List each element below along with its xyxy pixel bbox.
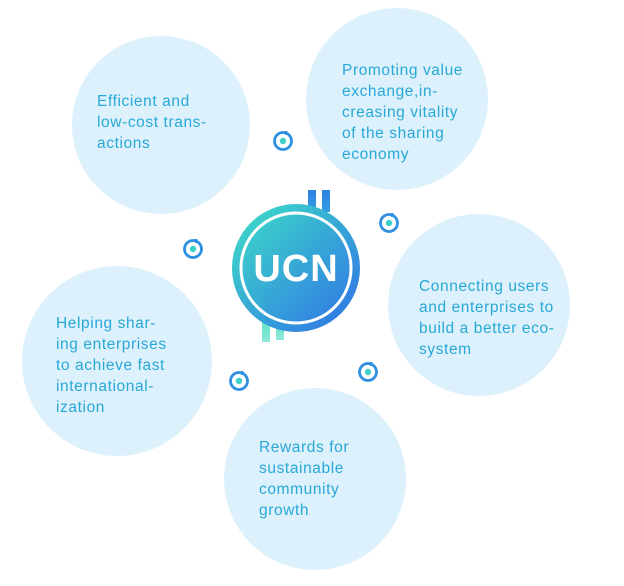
bubble-internationalization xyxy=(22,266,212,456)
bubble-community-rewards xyxy=(224,388,406,570)
logo-circle xyxy=(232,204,360,332)
logo-inner-ring xyxy=(239,211,353,325)
coin-icon xyxy=(183,239,203,259)
coin-icon xyxy=(273,131,293,151)
bubble-text-value-exchange: Promoting value exchange,in- creasing vi… xyxy=(342,62,464,163)
bubble-text-connecting-users: Connecting users and enterprises to buil… xyxy=(419,278,555,358)
bubble-efficient-transactions xyxy=(72,36,250,214)
coin-icon xyxy=(229,371,249,391)
logo-text: UCN xyxy=(253,248,338,290)
logo-bottom-bar-right xyxy=(276,320,284,340)
logo-top-bar-right xyxy=(322,190,330,212)
bubble-text-internationalization: Helping shar- ing enterprises to achieve… xyxy=(56,315,167,416)
bubble-connecting-users xyxy=(388,214,570,396)
logo-bottom-bar-left xyxy=(262,320,270,342)
coin-icon xyxy=(358,362,378,382)
logo-top-bar-left xyxy=(308,190,316,210)
bubble-value-exchange xyxy=(306,8,488,190)
coin-icon xyxy=(379,213,399,233)
ucn-logo: UCN xyxy=(232,190,360,342)
bubble-text-community-rewards: Rewards for sustainable community growth xyxy=(259,439,350,519)
bubble-text-efficient-transactions: Efficient and low-cost trans- actions xyxy=(97,93,207,152)
